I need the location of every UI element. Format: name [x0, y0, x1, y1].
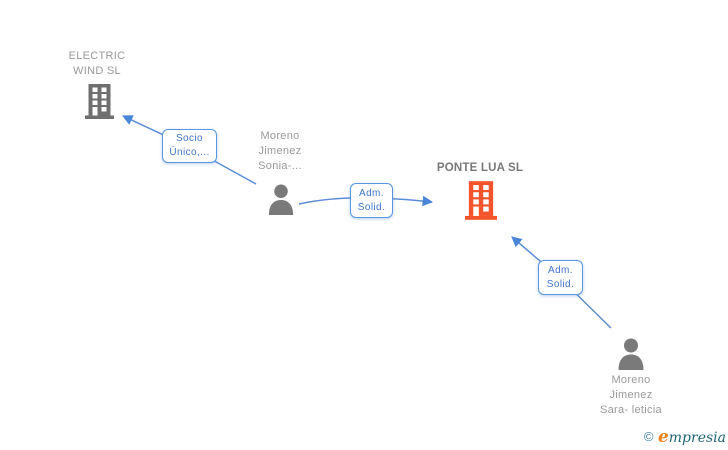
person-name-line: Moreno	[611, 374, 651, 386]
edge-label-line: Socio	[175, 133, 203, 144]
person-icon[interactable]	[266, 184, 296, 215]
edge-label-line: Único,...	[169, 147, 210, 158]
company-label-ponte-lua[interactable]: PONTE LUA SL	[408, 161, 552, 176]
brand-logo-text: mpresia	[668, 430, 726, 446]
brand-logo-letter: e	[657, 427, 669, 447]
company-name-line: WIND SL	[73, 65, 121, 77]
building-icon[interactable]	[85, 84, 114, 119]
person-icon[interactable]	[616, 337, 646, 371]
edge-label-line: Solid.	[546, 278, 575, 290]
person-name-line: Jimenez	[258, 145, 302, 157]
edge-label-socio-unico: Socio Único,...	[162, 129, 217, 163]
person-label-sara[interactable]: Moreno Jimenez Sara- leticia	[561, 373, 701, 418]
copyright-icon: ©	[643, 429, 654, 444]
company-name-line: PONTE LUA SL	[436, 162, 524, 174]
edge-label-line: Solid.	[357, 201, 386, 213]
person-label-sonia[interactable]: Moreno Jimenez Sonia-...	[210, 129, 350, 174]
edge-label-adm-solid-1: Adm. Solid.	[350, 183, 393, 218]
company-label-electric-wind[interactable]: ELECTRIC WIND SL	[27, 49, 167, 79]
edge-label-adm-solid-2: Adm. Solid.	[538, 260, 583, 295]
person-name-line: Sonia-...	[258, 160, 302, 172]
building-icon[interactable]	[465, 181, 497, 220]
edge-label-line: Adm.	[548, 264, 573, 276]
edge-label-line: Adm.	[359, 187, 384, 199]
person-name-line: Sara- leticia	[600, 404, 662, 416]
company-name-line: ELECTRIC	[68, 50, 126, 62]
empresia-logo[interactable]: © empresia	[644, 427, 726, 447]
person-name-line: Jimenez	[609, 389, 653, 401]
person-name-line: Moreno	[260, 130, 300, 142]
